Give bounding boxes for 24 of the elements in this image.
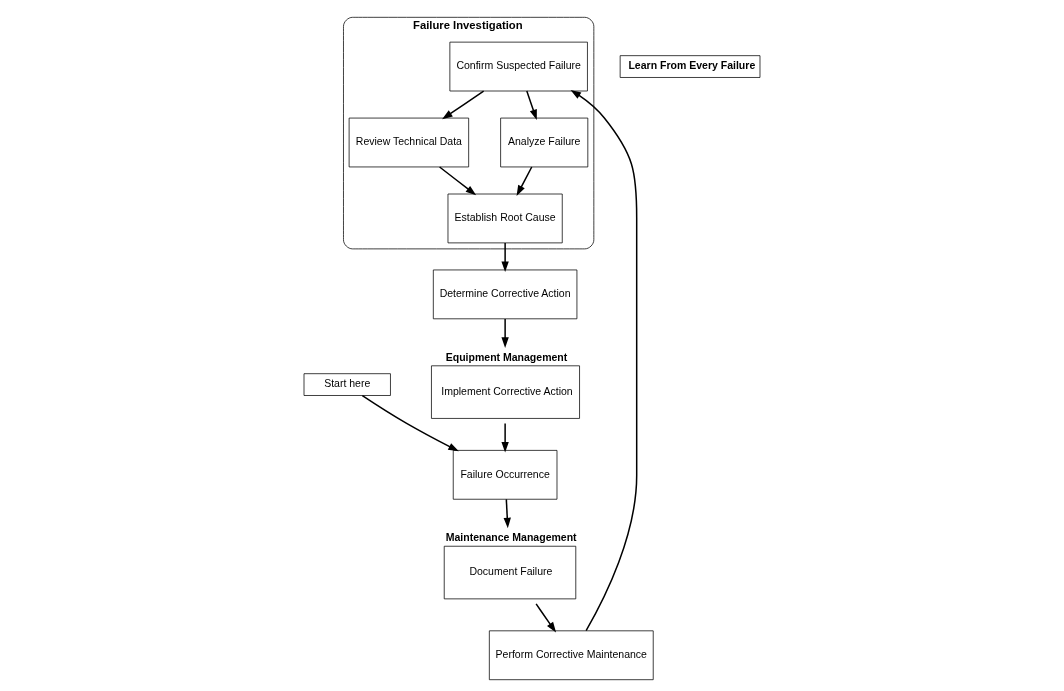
node-box: Implement Corrective Action [431, 365, 580, 419]
arrow [535, 603, 557, 633]
arrow [501, 422, 509, 453]
arrow [501, 318, 509, 348]
node-label: Equipment Management [445, 350, 568, 363]
arrow [442, 90, 485, 120]
arrow [526, 90, 537, 121]
arrow [570, 89, 638, 632]
node-box: Learn From Every Failure [619, 55, 761, 78]
node-box: Determine Corrective Action [432, 269, 578, 320]
node-box: Start here [303, 373, 391, 396]
arrow [503, 498, 511, 529]
arrow [361, 394, 459, 452]
arrow [501, 242, 509, 273]
node-label: Maintenance Management [445, 531, 577, 544]
node-box: Review Technical Data [348, 117, 470, 168]
node-box: Establish Root Cause [447, 193, 563, 244]
node-box: Analyze Failure [500, 117, 589, 168]
node-box: Document Failure [443, 545, 577, 600]
node-box: Perform Corrective Maintenance [488, 630, 654, 681]
arrow [438, 166, 477, 196]
node-box: Failure Occurrence [452, 450, 558, 500]
node-box: Confirm Suspected Failure [449, 41, 588, 92]
arrow [516, 166, 533, 196]
